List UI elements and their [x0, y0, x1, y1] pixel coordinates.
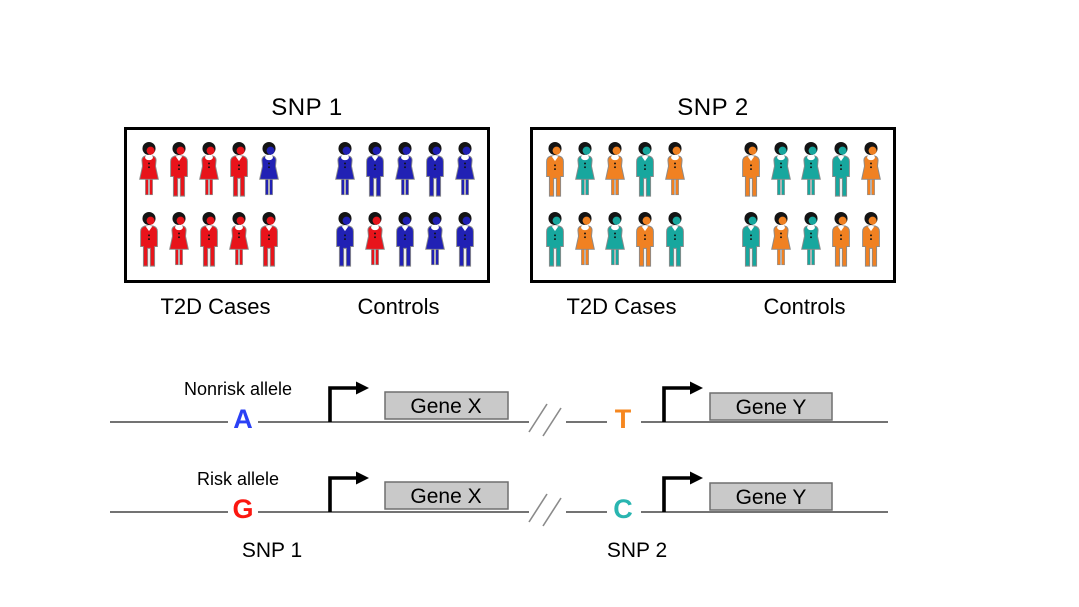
gene-x-box	[384, 391, 509, 420]
nonrisk-allele-row: Nonrisk allele A Gene X T Gene Y	[110, 379, 888, 437]
axis-break-icon	[528, 493, 562, 527]
promoter-arrow-icon	[662, 381, 703, 422]
risk-allele-label: Risk allele	[197, 469, 279, 489]
person-icon	[425, 211, 445, 265]
person-icon	[229, 211, 249, 265]
person-group	[541, 141, 689, 199]
promoter-arrow-icon	[662, 471, 703, 512]
person-icon	[169, 211, 189, 265]
person-icon	[832, 211, 850, 267]
person-icon	[771, 211, 791, 265]
person-icon	[335, 142, 355, 196]
person-icon	[575, 211, 595, 265]
person-icon	[771, 142, 791, 196]
person-icon	[546, 142, 564, 197]
promoter-arrow-icon	[328, 381, 369, 422]
gene-y-label: Gene Y	[736, 396, 807, 419]
person-icon	[230, 142, 248, 197]
person-icon	[199, 142, 219, 196]
person-group	[331, 141, 479, 199]
person-icon	[456, 211, 474, 267]
person-icon	[742, 211, 760, 267]
person-icon	[140, 211, 158, 267]
person-icon	[742, 142, 760, 197]
snp2-population-box	[530, 127, 896, 283]
person-row	[127, 211, 487, 269]
snp1-position-label: SNP 1	[242, 539, 302, 562]
person-group	[541, 211, 689, 269]
person-group	[135, 141, 283, 199]
person-icon	[832, 142, 850, 197]
person-icon	[636, 211, 654, 267]
person-group	[331, 211, 479, 269]
person-icon	[861, 142, 881, 196]
risk-allele-row: Risk allele G Gene X C Gene Y SNP 1 SNP …	[110, 469, 888, 562]
person-row	[533, 141, 893, 199]
person-icon	[365, 211, 385, 265]
gene-x-box	[384, 481, 509, 510]
snp2-group-labels: T2D Cases Controls	[530, 294, 896, 320]
person-icon	[605, 211, 625, 265]
nonrisk-snp1-allele-letter: A	[233, 404, 253, 434]
snp1-population-box	[124, 127, 490, 283]
person-icon	[862, 211, 880, 267]
person-icon	[801, 211, 821, 265]
gene-x-label: Gene X	[410, 395, 481, 418]
person-icon	[426, 142, 444, 197]
gene-y-box	[709, 392, 833, 421]
snp2-cases-label: T2D Cases	[566, 294, 677, 319]
person-icon	[665, 142, 685, 196]
risk-snp2-allele-letter: C	[613, 494, 633, 524]
person-icon	[260, 211, 278, 267]
person-icon	[455, 142, 475, 196]
person-group	[135, 211, 283, 269]
gene-x-label: Gene X	[410, 485, 481, 508]
risk-snp1-allele-letter: G	[232, 494, 253, 524]
promoter-arrow-icon	[328, 471, 369, 512]
person-group	[737, 211, 885, 269]
person-icon	[336, 211, 354, 267]
snp2-title: SNP 2	[677, 94, 749, 121]
snp1-controls-label: Controls	[357, 294, 440, 319]
person-row	[127, 141, 487, 199]
person-icon	[200, 211, 218, 267]
person-icon	[666, 211, 684, 267]
person-row	[533, 211, 893, 269]
person-icon	[636, 142, 654, 197]
person-icon	[170, 142, 188, 197]
person-icon	[366, 142, 384, 197]
person-icon	[396, 211, 414, 267]
person-icon	[395, 142, 415, 196]
axis-break-icon	[528, 403, 562, 437]
snp1-cases-label: T2D Cases	[160, 294, 271, 319]
person-icon	[546, 211, 564, 267]
person-icon	[605, 142, 625, 196]
snp2-controls-label: Controls	[763, 294, 846, 319]
nonrisk-snp2-allele-letter: T	[615, 404, 632, 434]
nonrisk-allele-label: Nonrisk allele	[184, 379, 292, 399]
person-icon	[139, 142, 159, 196]
person-icon	[575, 142, 595, 196]
person-icon	[801, 142, 821, 196]
gene-y-label: Gene Y	[736, 486, 807, 509]
gene-y-box	[709, 482, 833, 511]
gene-allele-diagram: Nonrisk allele A Gene X T Gene Y	[110, 379, 888, 562]
person-icon	[259, 142, 279, 196]
person-group	[737, 141, 885, 199]
snp1-title: SNP 1	[271, 94, 343, 121]
snp2-position-label: SNP 2	[607, 539, 667, 562]
snp1-group-labels: T2D Cases Controls	[124, 294, 490, 320]
